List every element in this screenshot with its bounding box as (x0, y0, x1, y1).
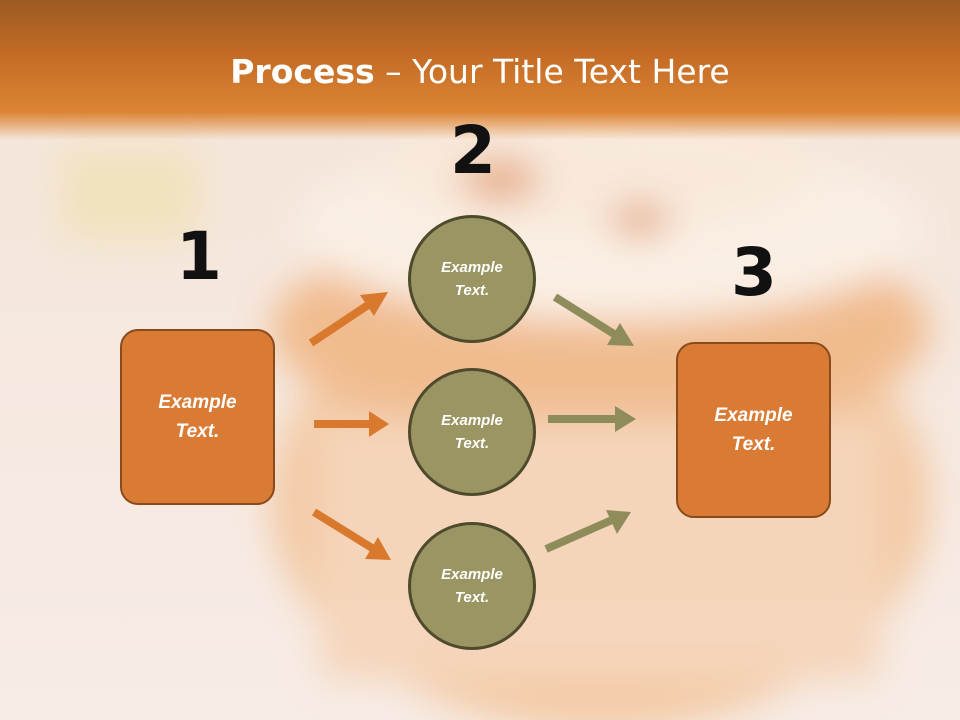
circle-middle-line2: Text. (454, 435, 490, 452)
step-2-circle-top: Example Text. (408, 215, 536, 343)
step-number-3: 3 (731, 234, 777, 311)
step-1-box: Example Text. (120, 329, 275, 505)
arrow-bottom-to-3 (544, 510, 631, 553)
arrow-middle-to-3 (548, 406, 636, 432)
circle-bottom-line2: Text. (454, 589, 490, 606)
circle-top-line2: Text. (454, 282, 490, 299)
step-2-circle-middle: Example Text. (408, 368, 536, 496)
arrow-1-to-bottom (311, 508, 391, 560)
slide-title: Process – Your Title Text Here (0, 52, 960, 91)
circle-middle-line1: Example (441, 412, 503, 429)
step-2-circle-bottom: Example Text. (408, 522, 536, 650)
arrow-top-to-3 (552, 293, 634, 346)
step-1-label-line2: Text. (175, 421, 220, 442)
title-rest: – Your Title Text Here (374, 52, 730, 91)
circle-bottom-line1: Example (441, 566, 503, 583)
step-3-box: Example Text. (676, 342, 831, 518)
title-bold: Process (230, 52, 375, 91)
arrow-1-to-middle (314, 411, 389, 437)
header-bar (0, 0, 960, 140)
step-number-1: 1 (176, 218, 222, 295)
arrow-1-to-top (308, 292, 388, 347)
step-number-2: 2 (450, 112, 496, 189)
step-3-label-line2: Text. (731, 434, 776, 455)
step-3-label-line1: Example (714, 405, 793, 426)
step-1-label-line1: Example (158, 392, 237, 413)
circle-top-line1: Example (441, 259, 503, 276)
